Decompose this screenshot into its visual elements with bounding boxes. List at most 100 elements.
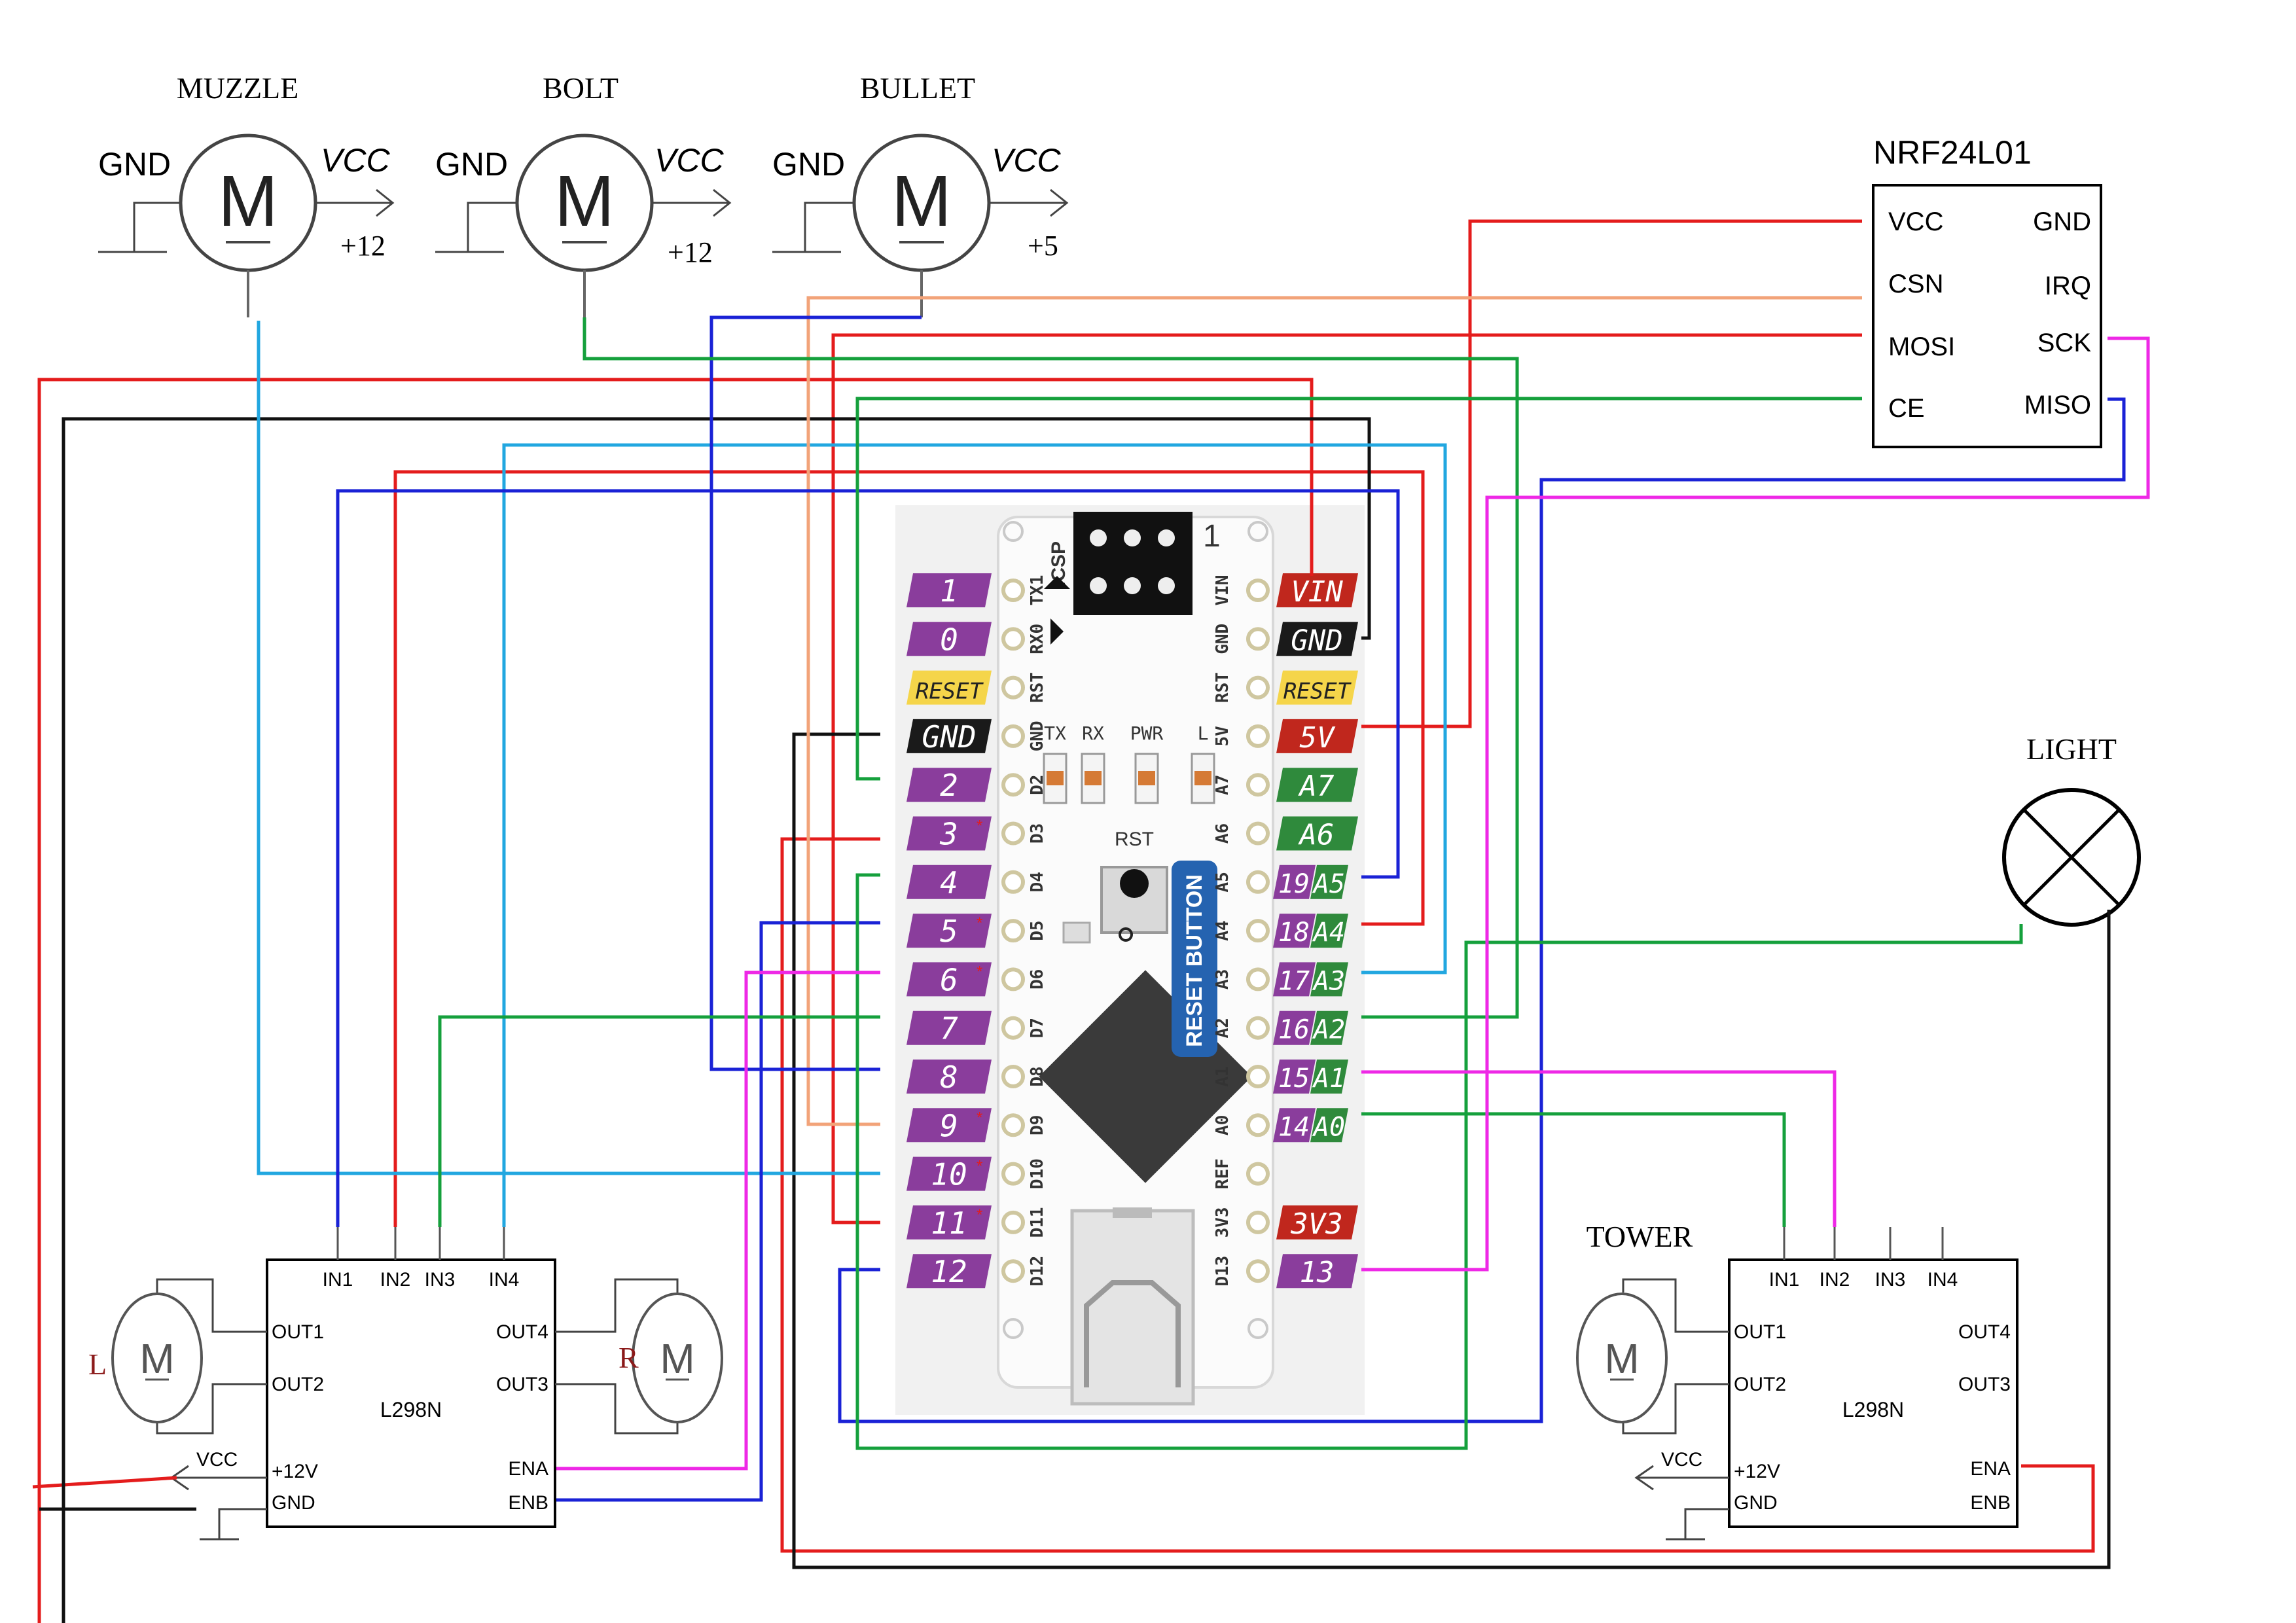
pwm-marker: * bbox=[977, 817, 982, 835]
pin-num-bg bbox=[1273, 914, 1316, 948]
pin-silk: D4 bbox=[1028, 872, 1047, 892]
l298n-left-enb: ENB bbox=[508, 1492, 548, 1514]
tower-motor-leads bbox=[1622, 1278, 1729, 1435]
wire-cyan-a3-in4 bbox=[502, 443, 1447, 1227]
motor-vcc-label: VCC bbox=[321, 142, 390, 179]
led-label: L bbox=[1198, 722, 1209, 744]
pin-tag-label: 2 bbox=[940, 768, 958, 803]
pin-tag-bg bbox=[1276, 816, 1358, 851]
pin-hole bbox=[1001, 870, 1025, 894]
pin-hole bbox=[1246, 967, 1270, 991]
nrf-pin-vcc: VCC bbox=[1888, 207, 1943, 236]
pin-num-bg bbox=[1273, 1108, 1316, 1143]
pin-silk: D9 bbox=[1028, 1115, 1047, 1135]
l298n-tower-12v: +12V bbox=[1734, 1461, 1780, 1482]
l298n-tower-out3: OUT3 bbox=[1958, 1374, 2011, 1395]
l298n-left-out1: OUT1 bbox=[272, 1321, 324, 1343]
pin-tag-label: GND bbox=[1291, 624, 1342, 657]
motor-vcc-label: VCC bbox=[655, 142, 724, 179]
vcc-arrow-icon bbox=[1634, 1465, 1729, 1491]
ground-icon bbox=[1666, 1508, 1729, 1541]
pin-left-5: 5*D5 bbox=[906, 914, 1047, 949]
pin-silk: D7 bbox=[1028, 1018, 1047, 1038]
pin-hole bbox=[1246, 724, 1270, 748]
wire-black-gnd-board bbox=[792, 732, 2111, 1569]
pin-silk: A0 bbox=[1213, 1115, 1232, 1135]
pin-tag-bg bbox=[906, 1108, 992, 1143]
pin-tag-bg bbox=[906, 719, 992, 753]
pin-silk: RST bbox=[1213, 672, 1232, 703]
pwm-marker: * bbox=[977, 963, 982, 980]
nrf-pin-irq: IRQ bbox=[2045, 272, 2091, 300]
motor-r-leads bbox=[555, 1278, 679, 1435]
pin-right-gnd: GND GND bbox=[1213, 622, 1358, 657]
led-lens bbox=[1194, 771, 1211, 785]
nrf-pin-mosi: MOSI bbox=[1888, 332, 1955, 361]
l298n-left-12v: +12V bbox=[272, 1461, 318, 1482]
pin-silk: RX0 bbox=[1028, 624, 1047, 654]
pin-silk: GND bbox=[1213, 624, 1232, 654]
pin-silk: D12 bbox=[1028, 1256, 1047, 1287]
pin-silk: 3V3 bbox=[1213, 1207, 1232, 1238]
motor-voltage-label: +12 bbox=[340, 230, 386, 262]
pin-tag-label: 13 bbox=[1300, 1256, 1335, 1289]
led-lens bbox=[1138, 771, 1155, 785]
pin-left-10: 10*D10 bbox=[906, 1156, 1047, 1192]
pwm-marker: * bbox=[977, 1206, 982, 1224]
pin-num-label: 19 bbox=[1278, 869, 1310, 899]
pin-tag-bg bbox=[1310, 865, 1348, 899]
pin-hole bbox=[1001, 1065, 1025, 1088]
l298n-left-out4: OUT4 bbox=[496, 1321, 548, 1343]
pin-tag-label: A7 bbox=[1298, 770, 1335, 803]
pin-silk: A7 bbox=[1213, 775, 1232, 795]
pin-num-bg bbox=[1273, 865, 1316, 899]
rst-label: RST bbox=[1115, 829, 1154, 850]
light-lamp: LIGHT bbox=[2002, 732, 2141, 927]
pin-tag-bg bbox=[906, 914, 992, 948]
pin-num-label: 16 bbox=[1278, 1015, 1310, 1045]
pin-tag-bg bbox=[1276, 622, 1358, 656]
l298n-left-body bbox=[266, 1258, 556, 1528]
pin-hole bbox=[1246, 773, 1270, 797]
wire-red-vin bbox=[37, 378, 1314, 1623]
motor-r-label: R bbox=[619, 1341, 639, 1374]
pin-left-3: 3*D3 bbox=[906, 816, 1047, 852]
motor-l-symbol: M bbox=[139, 1335, 174, 1382]
pin-tag-bg bbox=[906, 865, 992, 899]
pin-tag-label: 5V bbox=[1300, 721, 1336, 755]
lamp-cross bbox=[2022, 808, 2121, 906]
motor-gnd-lead bbox=[435, 202, 517, 253]
pin-hole bbox=[1246, 870, 1270, 894]
nrf-pin-csn: CSN bbox=[1888, 270, 1943, 298]
motor-gnd-label: GND bbox=[772, 146, 845, 183]
ground-icon bbox=[200, 1508, 267, 1541]
motor-gnd-label: GND bbox=[98, 146, 171, 183]
motor-bolt: BOLT M GND VCC +12 bbox=[435, 71, 732, 317]
pin-tag-bg bbox=[906, 962, 992, 997]
wire-cyan-muzzle-d10 bbox=[257, 321, 880, 1175]
led-label: TX bbox=[1044, 722, 1066, 744]
pin-num-bg bbox=[1273, 962, 1316, 997]
motor-gnd-lead bbox=[98, 202, 181, 253]
icsp-pin1: 1 bbox=[1203, 519, 1221, 554]
pin-hole bbox=[1246, 675, 1270, 700]
tower-motor-symbol: M bbox=[1604, 1335, 1639, 1382]
l298n-left-out2: OUT2 bbox=[272, 1374, 324, 1395]
pin-silk: REF bbox=[1213, 1158, 1232, 1189]
led-label: RX bbox=[1082, 722, 1104, 744]
l298n-tower-out1: OUT1 bbox=[1734, 1321, 1786, 1343]
pin-left-6: 6*D6 bbox=[906, 962, 1047, 997]
pin-hole bbox=[1001, 773, 1025, 797]
motor-vcc-arrow bbox=[652, 188, 732, 217]
